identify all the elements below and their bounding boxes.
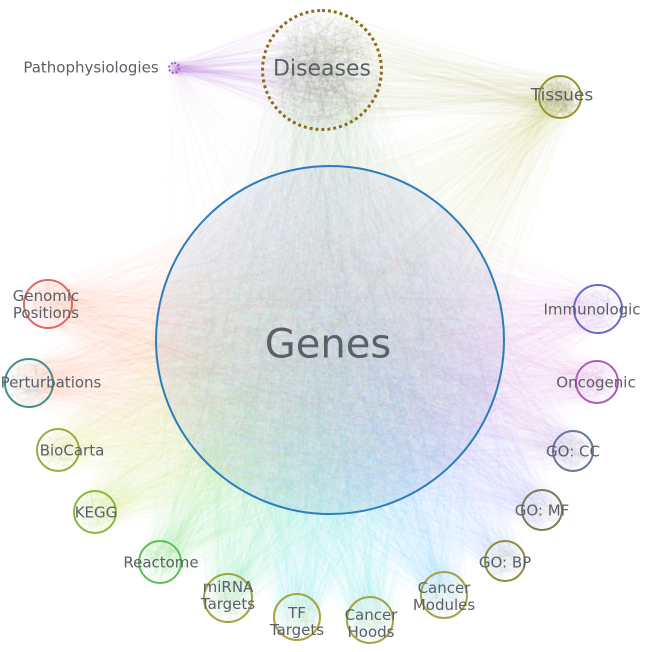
node-immunologic[interactable] xyxy=(573,284,623,334)
node-tissues[interactable] xyxy=(538,75,582,119)
node-pathophysiologies[interactable] xyxy=(168,62,180,74)
node-go_mf[interactable] xyxy=(521,489,563,531)
node-diseases[interactable] xyxy=(261,9,383,131)
node-reactome[interactable] xyxy=(138,540,182,584)
node-perturbations[interactable] xyxy=(4,358,54,408)
node-go_cc[interactable] xyxy=(552,430,594,472)
node-mirna_targets[interactable] xyxy=(203,573,253,623)
node-go_bp[interactable] xyxy=(484,540,526,582)
node-cancer_modules[interactable] xyxy=(420,571,468,619)
node-cancer_hoods[interactable] xyxy=(346,596,394,644)
node-genomic_positions[interactable] xyxy=(23,279,73,329)
node-biocarta[interactable] xyxy=(36,428,80,472)
node-oncogenic[interactable] xyxy=(575,360,619,404)
node-kegg[interactable] xyxy=(73,490,117,534)
node-genes[interactable] xyxy=(155,165,505,515)
node-tf_targets[interactable] xyxy=(273,593,321,641)
